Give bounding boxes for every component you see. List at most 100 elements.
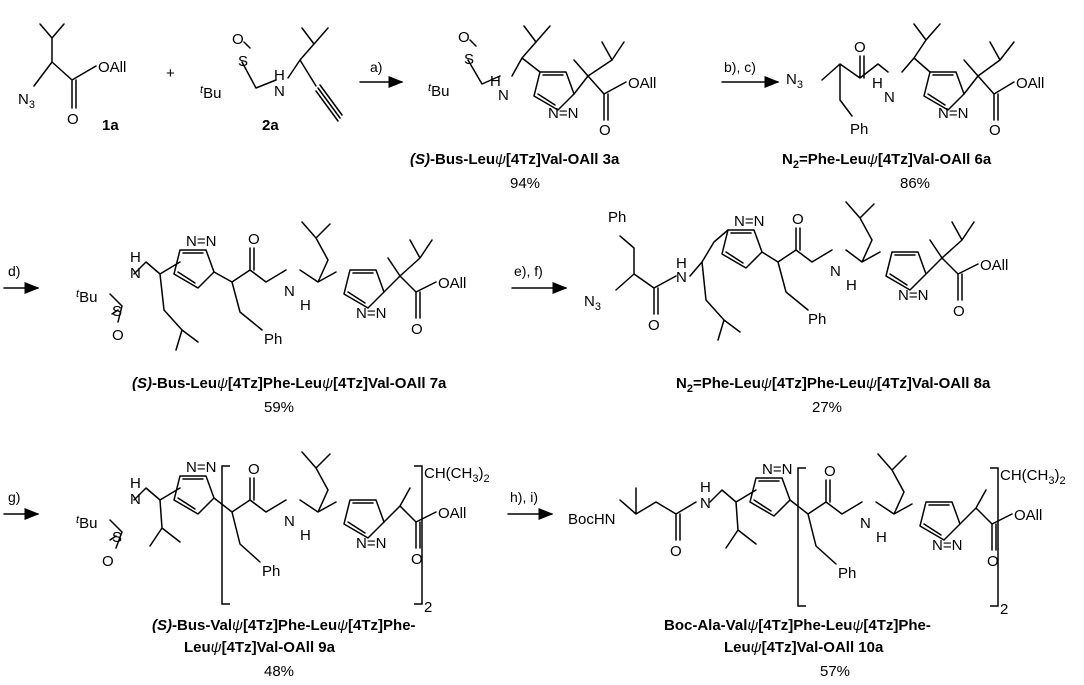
yield-8a: 27% [812,399,842,416]
svg-text:H: H [130,475,141,492]
yield-6a: 86% [900,175,930,192]
svg-text:N=N: N=N [734,213,764,230]
atom-oall-1a: OAll [98,59,126,76]
svg-text:Ph: Ph [608,209,626,226]
atom-o-2a: O [232,31,244,48]
svg-text:N: N [284,283,295,300]
compound-name-8a: N2=Phe-Leuψ[4Tz]Phe-Leuψ[4Tz]Val-OAll 8a [676,375,991,395]
svg-text:O: O [458,29,470,46]
svg-text:H: H [876,529,887,546]
svg-text:N: N [830,263,841,280]
svg-text:2: 2 [424,599,432,616]
svg-text:H: H [700,479,711,496]
svg-text:N=N: N=N [186,459,216,476]
compound-label-2a: 2a [262,117,279,134]
svg-text:H: H [300,527,311,544]
svg-text:OAll: OAll [1014,507,1042,524]
svg-text:O: O [854,39,866,56]
svg-text:tBu: tBu [76,288,97,306]
reagent-ef: e), f) [514,263,543,279]
svg-text:H: H [846,277,857,294]
compound-name-3a: (S)-Bus-Leuψ[4Tz]Val-OAll 3a [410,151,620,168]
svg-text:CH(CH3)2: CH(CH3)2 [424,465,490,485]
svg-text:H: H [676,255,687,272]
svg-text:O: O [648,317,660,334]
atom-o-1a: O [67,111,79,128]
svg-text:H: H [130,249,141,266]
svg-text:N: N [860,515,871,532]
svg-text:BocHN: BocHN [568,511,616,528]
compound-label-1a: 1a [102,117,119,134]
svg-text:S: S [112,529,122,546]
svg-text:H: H [490,73,501,90]
compound-name-6a: N2=Phe-Leuψ[4Tz]Val-OAll 6a [782,151,992,171]
svg-text:N=N: N=N [898,287,928,304]
svg-text:Ph: Ph [262,563,280,580]
compound-name-9a-line2: Leuψ[4Tz]Val-OAll 9a [184,639,336,656]
plus-sign: + [166,65,175,82]
compound-6a-structure: N3 O N H Ph OAll O N=N [786,23,1044,139]
svg-text:O: O [112,327,124,344]
svg-text:OAll: OAll [1016,75,1044,92]
svg-text:tBu: tBu [76,514,97,532]
reagent-d: d) [8,263,20,279]
atom-n3-1a: N3 [18,91,35,111]
atom-s-2a: S [238,53,248,70]
reagent-bc: b), c) [724,59,756,75]
yield-7a: 59% [264,399,294,416]
svg-text:Ph: Ph [264,331,282,348]
svg-text:S: S [112,303,122,320]
svg-text:N3: N3 [584,293,601,313]
svg-text:Ph: Ph [850,121,868,138]
yield-9a: 48% [264,663,294,680]
compound-name-9a-line1: (S)-Bus-Valψ[4Tz]Phe-Leuψ[4Tz]Phe- [152,617,416,634]
svg-text:O: O [824,463,836,480]
svg-text:S: S [464,51,474,68]
svg-text:CH(CH3)2: CH(CH3)2 [1000,467,1066,487]
compound-1a-structure: N3 OAll O 1a [18,23,126,134]
compound-10a-structure: BocHN O N H O N H Ph CH(CH3)2 OAll O 2 N… [568,453,1066,618]
svg-text:O: O [599,122,611,139]
svg-text:O: O [792,211,804,228]
svg-text:O: O [987,553,999,570]
compound-7a-structure: tBu S O N H O N H Ph OAll O N=N N=N [76,221,466,351]
atom-nh-2a: N [274,83,285,100]
compound-name-7a: (S)-Bus-Leuψ[4Tz]Phe-Leuψ[4Tz]Val-OAll 7… [132,375,447,392]
compound-2a-structure: O S tBu N H 2a [200,27,343,134]
svg-text:2: 2 [1000,601,1008,618]
yield-3a: 94% [510,175,540,192]
svg-text:N: N [498,87,509,104]
svg-text:N=N: N=N [932,537,962,554]
svg-text:Ph: Ph [808,311,826,328]
svg-text:Ph: Ph [838,565,856,582]
svg-text:N=N: N=N [356,305,386,322]
svg-text:N: N [130,491,141,508]
svg-text:O: O [953,303,965,320]
svg-text:O: O [248,231,260,248]
svg-text:N: N [130,265,141,282]
compound-8a-structure: Ph N3 O N H O N H Ph OAll O N=N N=N [584,201,1008,341]
svg-text:N=N: N=N [548,105,578,122]
svg-text:O: O [411,551,423,568]
tbu-group-2a: tBu [200,84,221,102]
reagent-g: g) [8,489,20,505]
reagent-hi: h), i) [510,489,538,505]
svg-text:N: N [676,269,687,286]
svg-text:N=N: N=N [938,105,968,122]
compound-3a-structure: O S tBu N H OAll O N=N [428,25,656,139]
svg-text:N=N: N=N [186,233,216,250]
svg-text:N: N [700,495,711,512]
compound-name-10a-line1: Boc-Ala-Valψ[4Tz]Phe-Leuψ[4Tz]Phe- [664,617,931,634]
svg-text:tBu: tBu [428,82,449,100]
svg-text:N=N: N=N [356,535,386,552]
svg-text:N: N [884,89,895,106]
svg-text:O: O [248,461,260,478]
svg-text:OAll: OAll [980,257,1008,274]
compound-name-10a-line2: Leuψ[4Tz]Val-OAll 10a [724,639,884,656]
yield-10a: 57% [820,663,850,680]
svg-text:OAll: OAll [438,275,466,292]
svg-text:O: O [989,122,1001,139]
svg-text:O: O [102,553,114,570]
svg-text:H: H [872,75,883,92]
